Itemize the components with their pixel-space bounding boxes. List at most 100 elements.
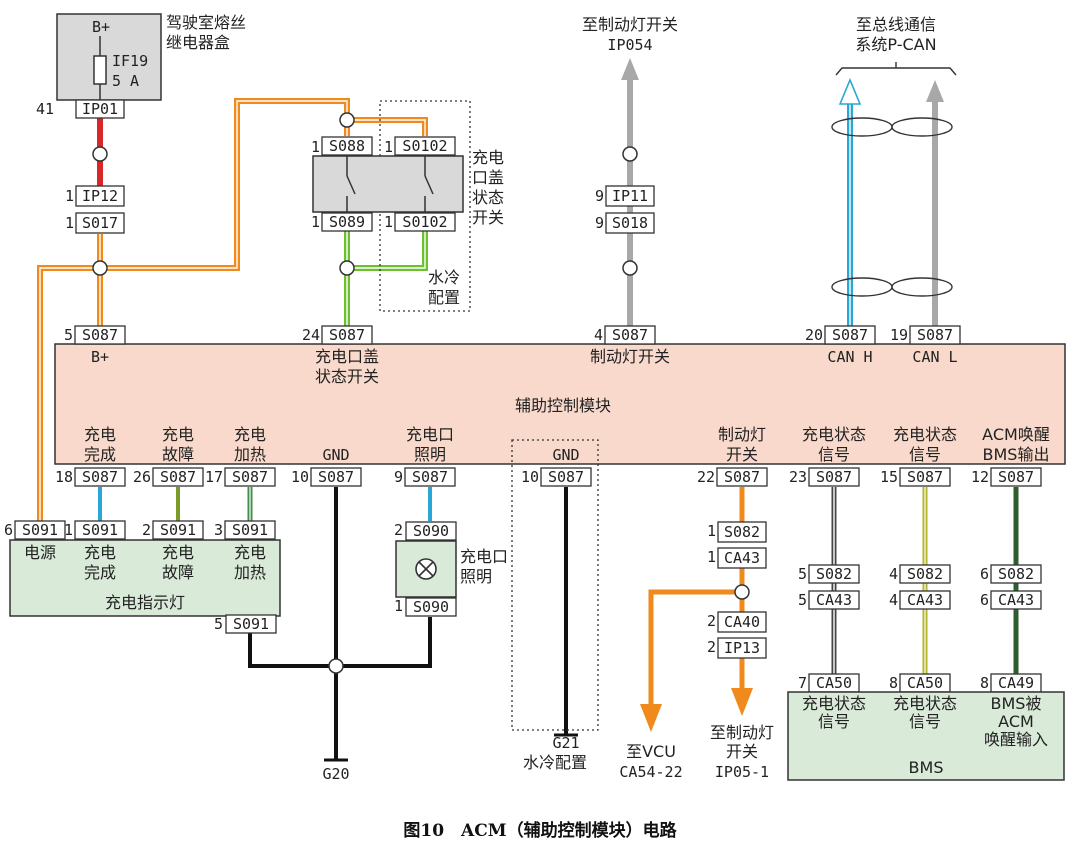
svg-text:S082: S082 bbox=[907, 565, 943, 583]
acm-bottom-pin-label: ACM唤醒 bbox=[982, 425, 1050, 444]
svg-text:信号: 信号 bbox=[909, 712, 941, 731]
svg-text:26: 26 bbox=[133, 468, 151, 486]
svg-text:6: 6 bbox=[980, 591, 989, 609]
svg-text:3: 3 bbox=[214, 521, 223, 539]
svg-text:24: 24 bbox=[302, 326, 320, 344]
svg-text:4: 4 bbox=[594, 326, 603, 344]
svg-text:开关: 开关 bbox=[726, 742, 758, 761]
svg-text:S0102: S0102 bbox=[402, 137, 447, 155]
indicator-pin: 6 S091 bbox=[4, 520, 66, 540]
svg-text:充电状态: 充电状态 bbox=[893, 694, 957, 713]
indicator-pin-label: 完成 bbox=[84, 563, 116, 582]
svg-text:5: 5 bbox=[798, 565, 807, 583]
svg-text:S091: S091 bbox=[22, 521, 58, 539]
acm-bottom-pin-label: 加热 bbox=[234, 445, 266, 464]
svg-text:1: 1 bbox=[64, 521, 73, 539]
bms-connector: 5 S082 bbox=[798, 564, 860, 584]
svg-text:8: 8 bbox=[889, 674, 898, 692]
svg-text:S082: S082 bbox=[724, 523, 760, 541]
acm-bottom-pin-label: 充电口 bbox=[406, 425, 454, 444]
svg-text:41: 41 bbox=[36, 100, 54, 118]
svg-text:5: 5 bbox=[64, 326, 73, 344]
svg-text:至VCU: 至VCU bbox=[626, 742, 676, 761]
svg-text:9: 9 bbox=[595, 214, 604, 232]
svg-text:9: 9 bbox=[394, 468, 403, 486]
wire-ground-g20 bbox=[248, 487, 432, 760]
acm-bottom-pin-label: 信号 bbox=[818, 445, 850, 464]
ground-g21: G21 水冷配置 bbox=[523, 733, 587, 772]
acm-bottom-pin-label: 制动灯 bbox=[718, 425, 766, 444]
svg-text:口盖: 口盖 bbox=[472, 168, 504, 187]
charge-port-switch: 1 S088 1 S0102 1 S089 1 S0102 充电 口盖 状态 开… bbox=[311, 100, 504, 312]
charge-port-lamp: 2 S090 1 S090 充电口 照明 bbox=[394, 521, 508, 617]
can-bracket bbox=[835, 67, 957, 76]
svg-text:至总线通信: 至总线通信 bbox=[856, 15, 936, 34]
indicator-pin-label: 电源 bbox=[24, 543, 56, 562]
acm-bottom-pin-label: 充电 bbox=[84, 425, 116, 444]
svg-text:充电口: 充电口 bbox=[460, 547, 508, 566]
can-bus-label: 至总线通信 系统P-CAN bbox=[855, 15, 936, 54]
svg-text:照明: 照明 bbox=[460, 567, 492, 586]
indicator-pin-label: 充电 bbox=[84, 543, 116, 562]
indicator-pin-label: 故障 bbox=[162, 563, 194, 582]
svg-text:ACM: ACM bbox=[998, 712, 1034, 731]
wires bbox=[37, 58, 1019, 760]
svg-text:17: 17 bbox=[205, 468, 223, 486]
fuse-box: B+ IF19 5 A 驾驶室熔丝 继电器盒 41 IP01 bbox=[36, 13, 246, 119]
figure-caption: 图10 ACM（辅助控制模块）电路 bbox=[403, 820, 677, 841]
svg-text:BMS: BMS bbox=[909, 758, 944, 777]
acm-bottom-pin: 26 S087 bbox=[133, 467, 204, 487]
svg-text:CA54-22: CA54-22 bbox=[619, 763, 682, 781]
water-cool-dotted-box-2 bbox=[511, 439, 599, 731]
svg-text:1: 1 bbox=[311, 138, 320, 156]
svg-text:2: 2 bbox=[707, 612, 716, 630]
acm-bottom-pin-label: 充电状态 bbox=[802, 425, 866, 444]
svg-text:20: 20 bbox=[805, 326, 823, 344]
svg-text:S017: S017 bbox=[82, 214, 118, 232]
svg-text:1: 1 bbox=[707, 548, 716, 566]
charge-indicator: 充电指示灯 5 S091 bbox=[9, 539, 281, 634]
connector-ip12: 1 IP12 bbox=[65, 185, 125, 207]
svg-text:18: 18 bbox=[55, 468, 73, 486]
bms-module: 充电状态 信号 充电状态 信号 BMS被 ACM 唤醒输入 BMS bbox=[787, 691, 1065, 781]
svg-text:S087: S087 bbox=[160, 468, 196, 486]
wire-orange-brake bbox=[648, 487, 745, 712]
svg-text:19: 19 bbox=[890, 326, 908, 344]
svg-text:2: 2 bbox=[394, 521, 403, 539]
lamp-icon bbox=[415, 558, 437, 580]
svg-text:至制动灯开关: 至制动灯开关 bbox=[582, 15, 678, 34]
svg-text:开关: 开关 bbox=[472, 208, 504, 227]
svg-text:继电器盒: 继电器盒 bbox=[166, 33, 230, 52]
svg-text:1: 1 bbox=[384, 213, 393, 231]
svg-text:信号: 信号 bbox=[818, 712, 850, 731]
svg-text:S082: S082 bbox=[998, 565, 1034, 583]
svg-text:CA50: CA50 bbox=[816, 674, 852, 692]
svg-text:9: 9 bbox=[595, 187, 604, 205]
svg-text:S091: S091 bbox=[82, 521, 118, 539]
svg-text:B+: B+ bbox=[92, 18, 110, 36]
svg-text:S087: S087 bbox=[998, 468, 1034, 486]
acm-bottom-pin-label: GND bbox=[322, 446, 349, 464]
acm-bottom-pin-label: BMS输出 bbox=[983, 445, 1050, 464]
svg-text:6: 6 bbox=[4, 521, 13, 539]
brake-switch-top: 至制动灯开关 IP054 9 IP11 9 S018 bbox=[582, 15, 678, 234]
svg-text:1: 1 bbox=[65, 187, 74, 205]
svg-text:辅助控制模块: 辅助控制模块 bbox=[515, 396, 611, 415]
svg-text:5: 5 bbox=[798, 591, 807, 609]
svg-text:S082: S082 bbox=[816, 565, 852, 583]
svg-text:4: 4 bbox=[889, 565, 898, 583]
